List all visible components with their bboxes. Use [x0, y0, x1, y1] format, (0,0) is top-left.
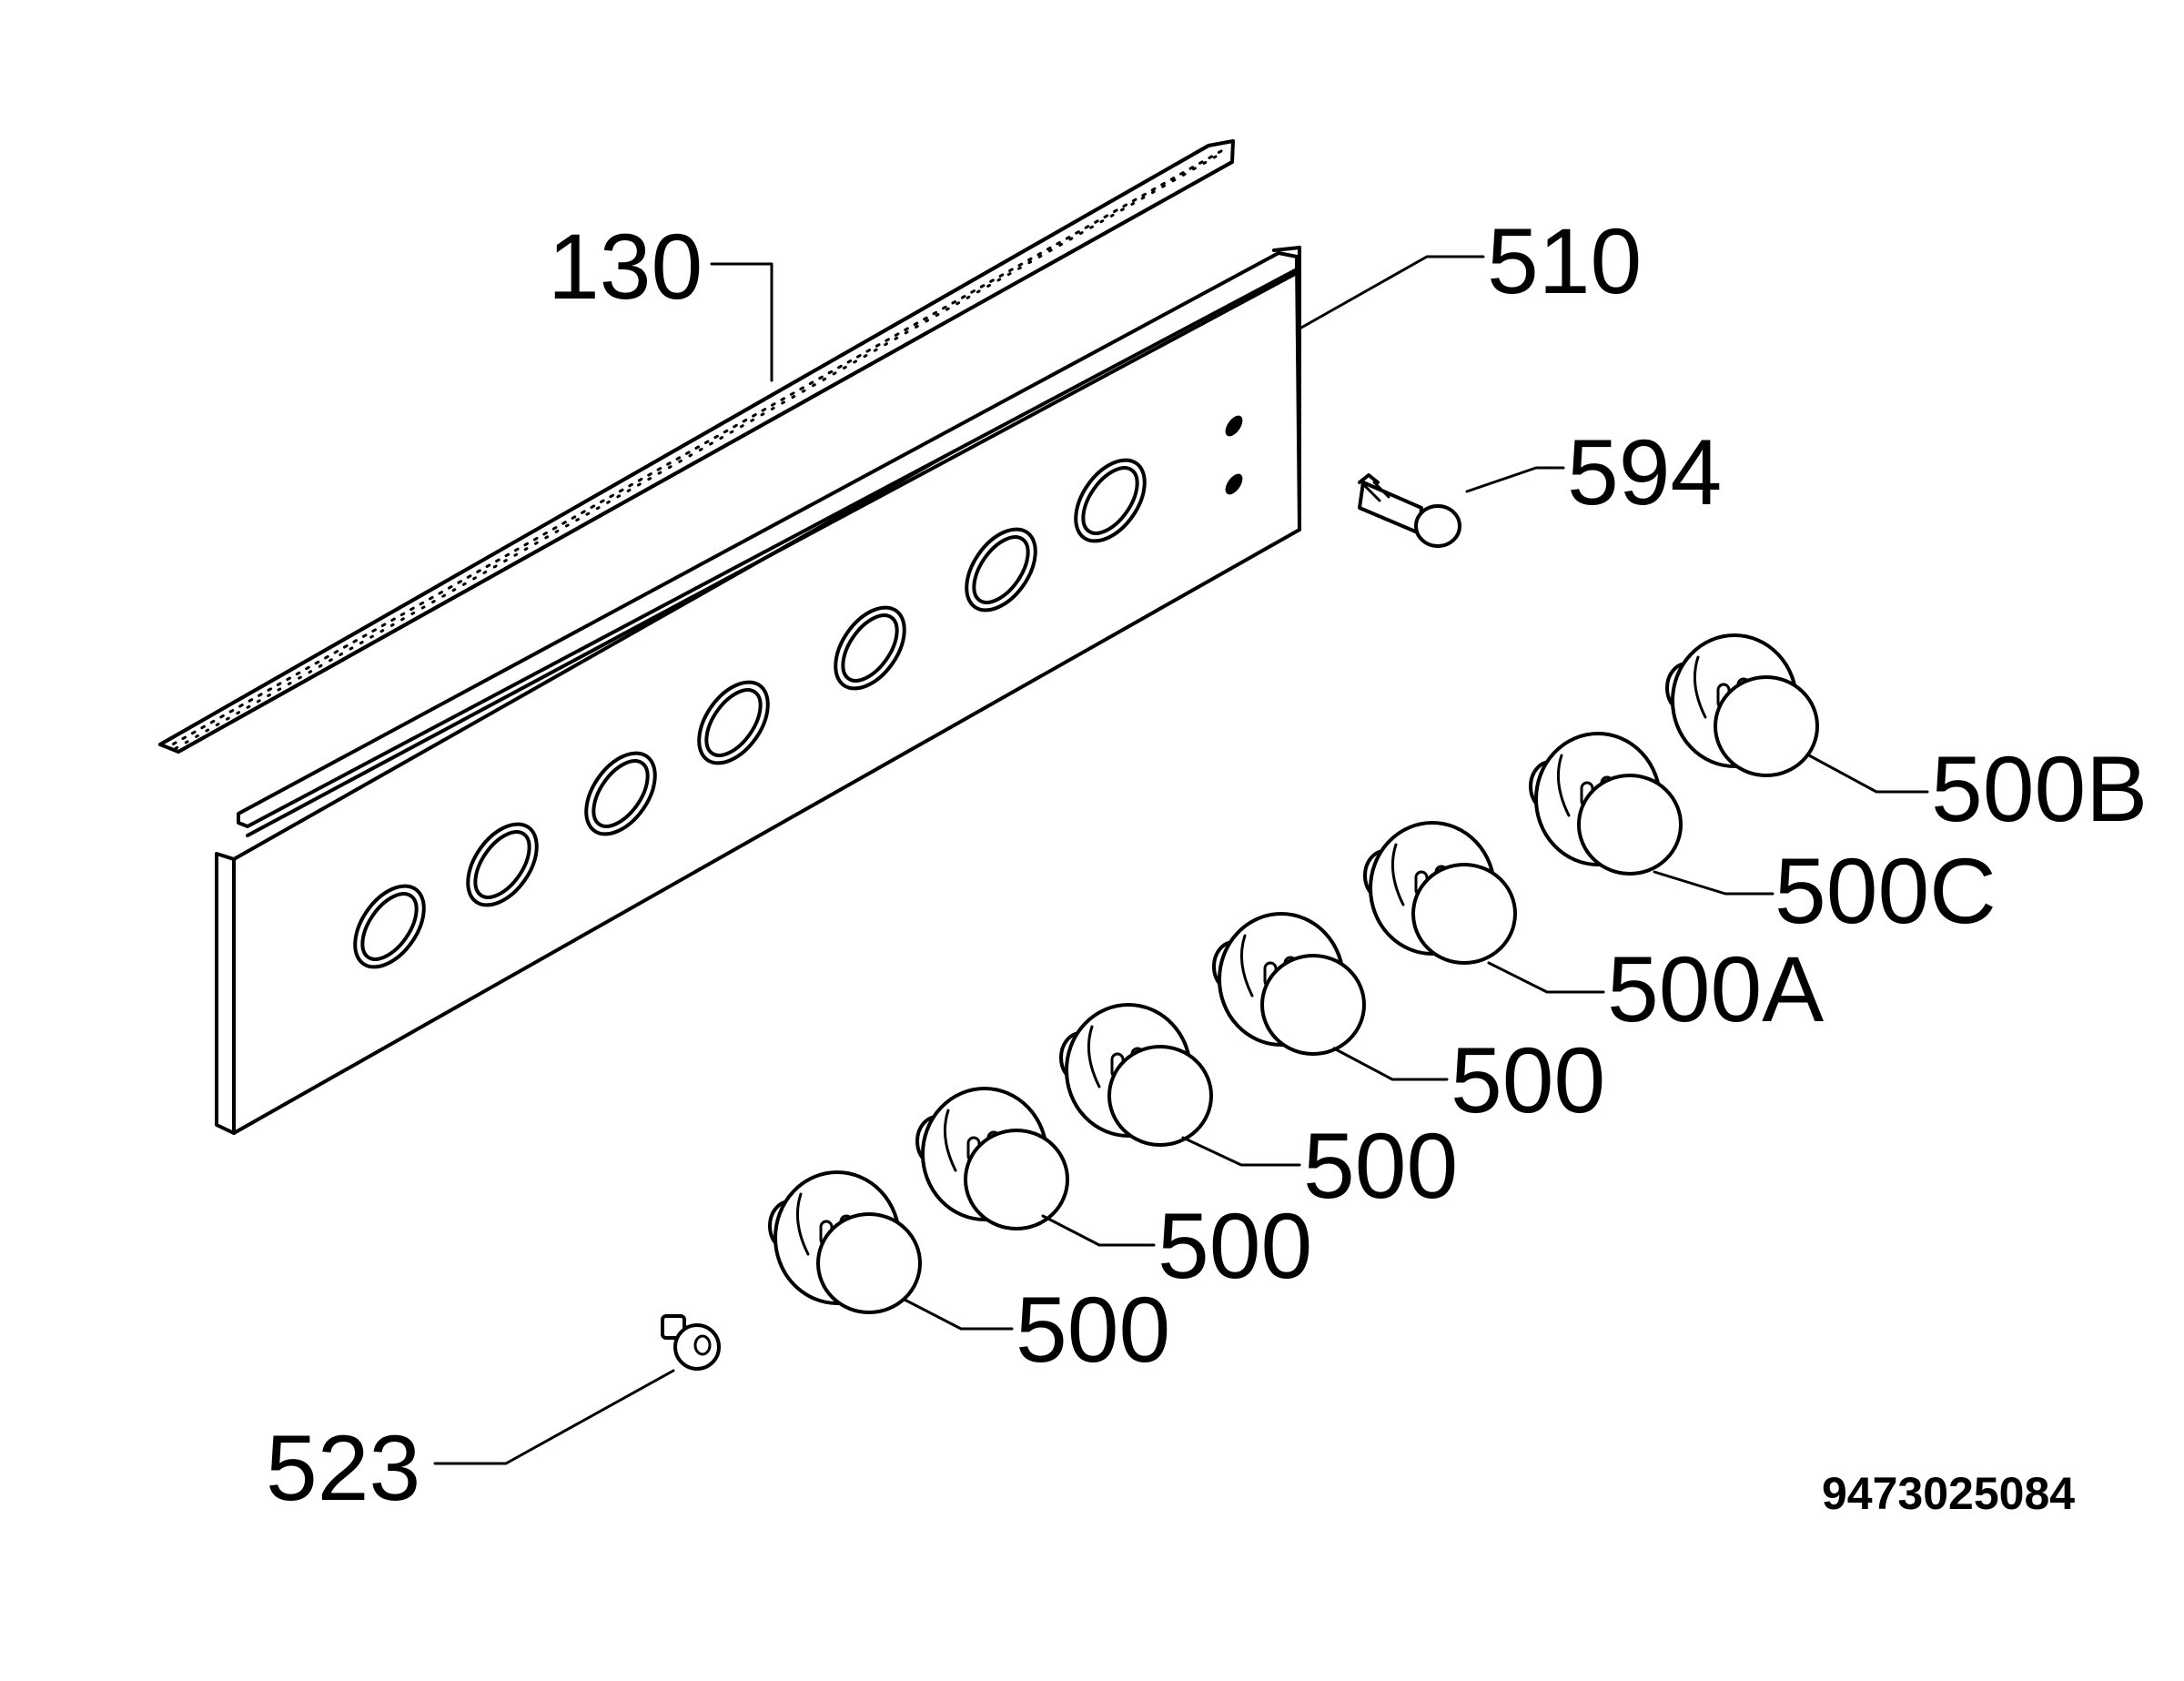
indicator-pin-594 — [1358, 473, 1461, 548]
knob-a — [1363, 821, 1517, 965]
label-500a: 500A — [1607, 937, 1824, 1041]
label-500-4: 500 — [1451, 1028, 1605, 1132]
trim-strip-130 — [158, 139, 1235, 754]
label-500-3: 500 — [1303, 1114, 1458, 1218]
panel-knob-holes — [353, 458, 1147, 969]
knob-3 — [1059, 1003, 1213, 1147]
label-130: 130 — [548, 215, 703, 319]
label-594: 594 — [1567, 420, 1722, 524]
leader-lines — [433, 255, 1929, 1465]
knob-b — [1665, 633, 1819, 777]
panel-small-hole — [1225, 415, 1243, 437]
knob-1 — [768, 1170, 922, 1314]
knob-2 — [915, 1087, 1069, 1230]
knob-c — [1529, 732, 1683, 876]
drawing-number: 9473025084 — [1822, 1468, 2075, 1519]
label-500c: 500C — [1774, 839, 1997, 943]
knob-4 — [1212, 912, 1366, 1056]
panel-small-hole — [1225, 473, 1243, 495]
control-panel-510 — [215, 246, 1301, 1135]
label-510: 510 — [1487, 209, 1642, 313]
label-500b: 500B — [1931, 737, 2148, 841]
label-500-1: 500 — [1016, 1278, 1170, 1382]
label-523: 523 — [266, 1416, 420, 1520]
label-500-2: 500 — [1158, 1194, 1312, 1298]
screw-523 — [661, 1314, 721, 1371]
